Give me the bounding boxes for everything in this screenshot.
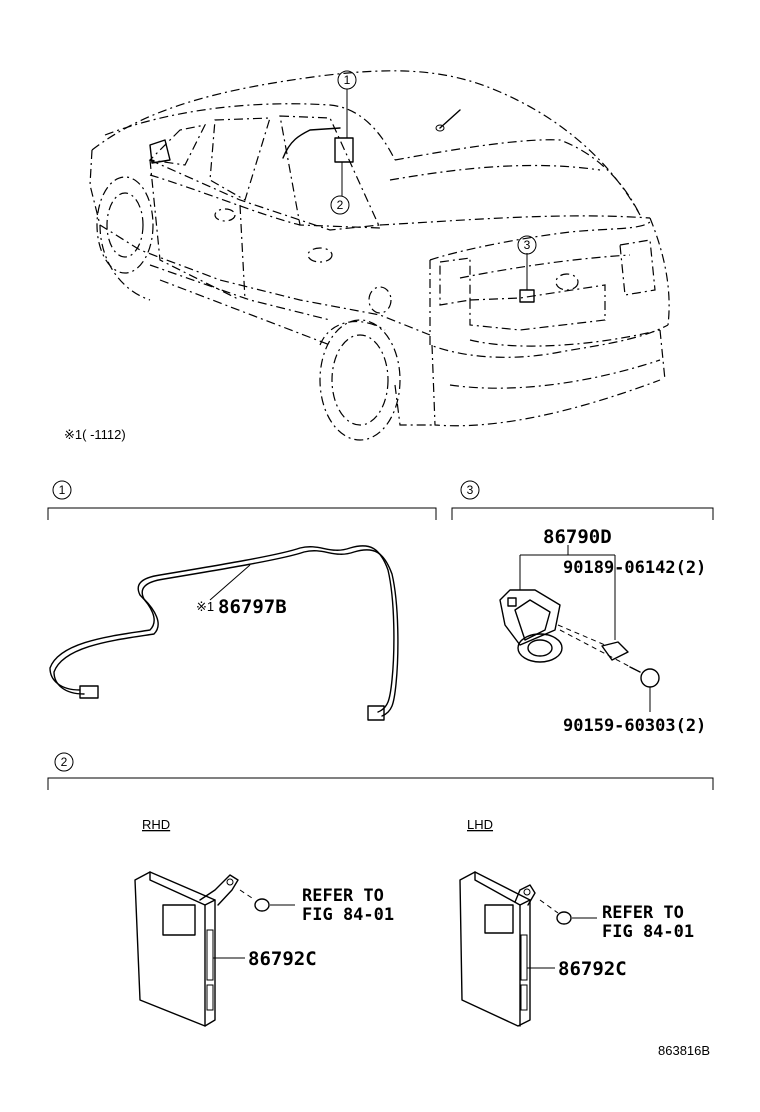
- section-2-label: 2: [61, 755, 68, 769]
- rhd-module: [134, 871, 239, 1027]
- rhd-refer-line1: REFER TO: [302, 886, 384, 906]
- callout-1-marker: [337, 70, 357, 90]
- callout-2: 2: [337, 198, 344, 212]
- section-2: 2 RHD REFER TO FIG 84-01 86792C LHD: [47, 752, 714, 1027]
- lhd-refer-line2: FIG 84-01: [602, 922, 694, 942]
- section-3-bracket: [451, 507, 714, 520]
- callout-3: 3: [524, 238, 531, 252]
- rhd-nut: [254, 898, 270, 912]
- lhd-heading: LHD: [467, 817, 493, 832]
- section-2-marker: [54, 752, 74, 772]
- vehicle-illustration: [89, 70, 670, 441]
- figure-number: 863816B: [658, 1043, 710, 1058]
- lhd-nut: [556, 911, 572, 925]
- section-3-marker: [460, 480, 480, 500]
- camera-assembly: [499, 589, 561, 646]
- lhd-part-number: 86792C: [558, 958, 627, 980]
- clip-90189: [601, 641, 629, 661]
- section-3: 3 86790D 90189-06142(2) 90159-60303(2): [451, 480, 714, 736]
- rhd-heading: RHD: [142, 817, 170, 832]
- antenna-cord: [49, 545, 395, 713]
- callout-1: 1: [344, 73, 351, 87]
- callout-3-marker: [517, 235, 537, 255]
- rhd-part-number: 86792C: [248, 948, 317, 970]
- lhd-module: [459, 871, 536, 1027]
- section-1: 1 ※1 86797B: [47, 480, 437, 721]
- section-2-bracket: [47, 777, 714, 790]
- car-callouts: 1 2 3: [330, 70, 537, 290]
- section-1-label: 1: [59, 483, 66, 497]
- callout-2-marker: [330, 195, 350, 215]
- part-number-86790D: 86790D: [543, 526, 612, 548]
- lhd-refer-line1: REFER TO: [602, 903, 684, 923]
- rhd-refer-line2: FIG 84-01: [302, 905, 394, 925]
- screw-90159: [640, 668, 660, 688]
- part-number-90159-60303: 90159-60303(2): [563, 716, 706, 736]
- section-1-marker: [52, 480, 72, 500]
- footnote: ※1( -1112): [64, 427, 126, 442]
- part-number-86797B: 86797B: [218, 596, 287, 618]
- part-number-90189-06142: 90189-06142(2): [563, 558, 706, 578]
- part-mark-86797B: ※1: [196, 599, 214, 614]
- section-1-bracket: [47, 507, 437, 520]
- section-3-label: 3: [467, 483, 474, 497]
